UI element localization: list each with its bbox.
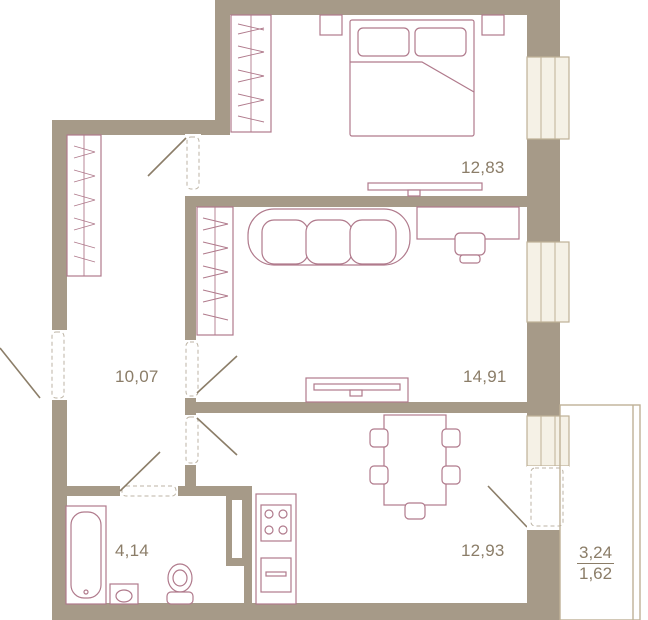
dining-table xyxy=(383,414,447,506)
chair-3 xyxy=(441,428,461,448)
swing-entrance xyxy=(0,347,41,399)
door-living xyxy=(185,341,199,397)
sofa-cushion-1 xyxy=(261,219,309,265)
balcony-outline xyxy=(559,404,641,620)
window-living xyxy=(526,241,570,323)
wall-bottom xyxy=(52,603,560,620)
living-room-area-label: 14,91 xyxy=(463,367,507,386)
wardrobe-hangers xyxy=(73,15,265,335)
wall-step xyxy=(52,120,230,135)
windows xyxy=(526,56,570,467)
door-entrance xyxy=(51,331,65,399)
tv-bedroom xyxy=(367,182,483,191)
swing-kitchen xyxy=(196,417,238,456)
bathtub-drain xyxy=(83,589,89,595)
door-leaves xyxy=(51,136,200,497)
desk-chair xyxy=(454,232,486,256)
pillow-left xyxy=(357,27,410,57)
opening-entrance xyxy=(48,330,70,400)
bedroom-furniture xyxy=(319,14,505,197)
burner-2 xyxy=(278,509,288,519)
burner-4 xyxy=(278,525,288,535)
chair-2 xyxy=(369,465,389,485)
opening-bathroom xyxy=(120,484,178,498)
living-furniture xyxy=(247,206,520,403)
swing-bathroom xyxy=(119,451,161,492)
stove xyxy=(260,504,292,542)
swing-bedroom xyxy=(147,137,187,177)
tv-living xyxy=(313,383,401,391)
pillow-right xyxy=(414,27,467,57)
hallway-area-label: 10,07 xyxy=(115,367,159,386)
sofa-cushion-2 xyxy=(305,219,353,265)
door-openings xyxy=(48,134,201,498)
wall-bedroom-living xyxy=(185,196,527,207)
bedroom-area-label: 12,83 xyxy=(461,158,505,177)
kitchen-area-label: 12,93 xyxy=(461,541,505,560)
balcony-area-reduced: 1,62 xyxy=(579,564,613,583)
walls xyxy=(52,0,560,620)
balcony-door xyxy=(530,467,564,527)
wall-bathroom-right xyxy=(244,486,252,620)
bathroom-area-label: 4,14 xyxy=(115,541,149,560)
balcony-area-label: 3,24 1,62 xyxy=(577,543,615,584)
window-bedroom xyxy=(526,56,570,140)
sofa-cushion-3 xyxy=(349,219,397,265)
chair-4 xyxy=(441,465,461,485)
toilet-seat xyxy=(172,569,188,587)
door-bathroom xyxy=(121,485,177,497)
washbasin-bowl xyxy=(115,589,133,603)
door-bedroom xyxy=(186,136,200,190)
toilet-tank xyxy=(166,591,194,605)
wall-bedroom-left xyxy=(215,0,230,133)
chair-1 xyxy=(369,428,389,448)
tv-stand-living xyxy=(349,389,363,397)
swing-balcony xyxy=(487,485,528,528)
nightstand-left xyxy=(319,14,343,36)
balcony xyxy=(559,404,641,620)
chair-5 xyxy=(404,502,426,520)
bathroom-furniture xyxy=(65,505,194,605)
balcony-door-opening xyxy=(527,466,569,530)
opening-kitchen xyxy=(183,415,199,465)
balcony-area-total: 3,24 xyxy=(577,543,615,564)
window-kitchen xyxy=(526,415,570,467)
window-panes xyxy=(540,57,556,466)
wall-living-kitchen xyxy=(185,402,527,413)
opening-living xyxy=(183,340,199,398)
wall-top xyxy=(215,0,548,15)
tv-stand-bedroom xyxy=(407,189,421,197)
blanket-fold xyxy=(350,61,475,93)
door-kitchen xyxy=(185,416,199,464)
desk-chair-base xyxy=(459,254,481,264)
sink-tap xyxy=(265,571,287,577)
wardrobes xyxy=(66,14,272,336)
shaft-inner xyxy=(232,500,242,558)
burner-3 xyxy=(264,525,274,535)
opening-bedroom xyxy=(185,134,201,191)
door-swings xyxy=(0,137,528,528)
burner-1 xyxy=(264,509,274,519)
kitchen-furniture xyxy=(255,414,461,605)
bathtub-inner xyxy=(70,511,102,599)
swing-living xyxy=(196,355,238,394)
nightstand-right xyxy=(481,14,505,36)
